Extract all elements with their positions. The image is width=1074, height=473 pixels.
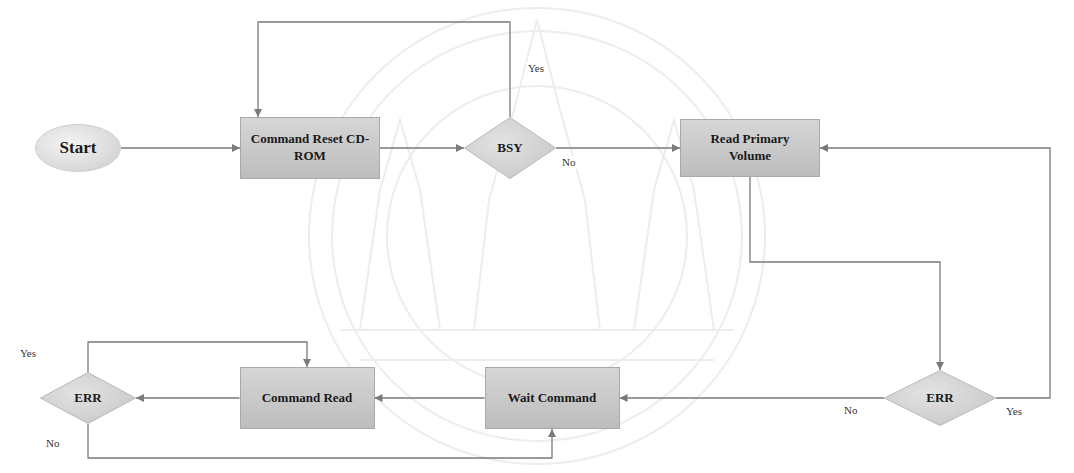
flow-arrow	[375, 397, 485, 398]
node-label: Command Reset CD-ROM	[250, 131, 370, 165]
process-box: Command Reset CD-ROM	[240, 117, 380, 179]
flow-arrow	[88, 424, 552, 458]
edge-label: Yes	[1004, 405, 1024, 418]
flow-arrow	[556, 147, 680, 148]
process-box: Read Primary Volume	[680, 119, 820, 177]
edge-label: No	[842, 404, 859, 417]
edge-label: Yes	[526, 62, 546, 75]
process-box: Wait Command	[485, 367, 620, 429]
node-label: ERR	[926, 390, 953, 407]
decision-diamond: ERR	[40, 372, 136, 424]
edge-label: No	[560, 156, 577, 169]
node-label: Start	[60, 137, 97, 159]
decision-diamond: BSY	[464, 117, 556, 179]
process-box: Command Read	[240, 367, 375, 429]
flow-arrow	[620, 397, 885, 398]
diamond-shape	[41, 373, 136, 424]
node-label: ERR	[74, 390, 101, 407]
flow-arrow	[136, 397, 240, 398]
node-label: Read Primary Volume	[690, 131, 810, 165]
diamond-shape	[885, 371, 996, 426]
edge-label: No	[44, 437, 61, 450]
seal-outline	[309, 8, 765, 464]
flow-arrow	[750, 177, 940, 370]
flow-arrow	[121, 147, 240, 148]
edge-label: Yes	[18, 347, 38, 360]
decision-diamond: ERR	[884, 370, 996, 426]
flow-arrow	[258, 22, 510, 117]
start-terminal: Start	[35, 124, 121, 172]
node-label: Wait Command	[508, 390, 596, 407]
node-label: BSY	[497, 140, 522, 157]
node-label: Command Read	[262, 390, 353, 407]
flow-arrow	[820, 148, 1050, 398]
flow-arrow	[380, 147, 464, 148]
ellipse-shape	[36, 125, 121, 172]
diamond-shape	[465, 118, 556, 179]
